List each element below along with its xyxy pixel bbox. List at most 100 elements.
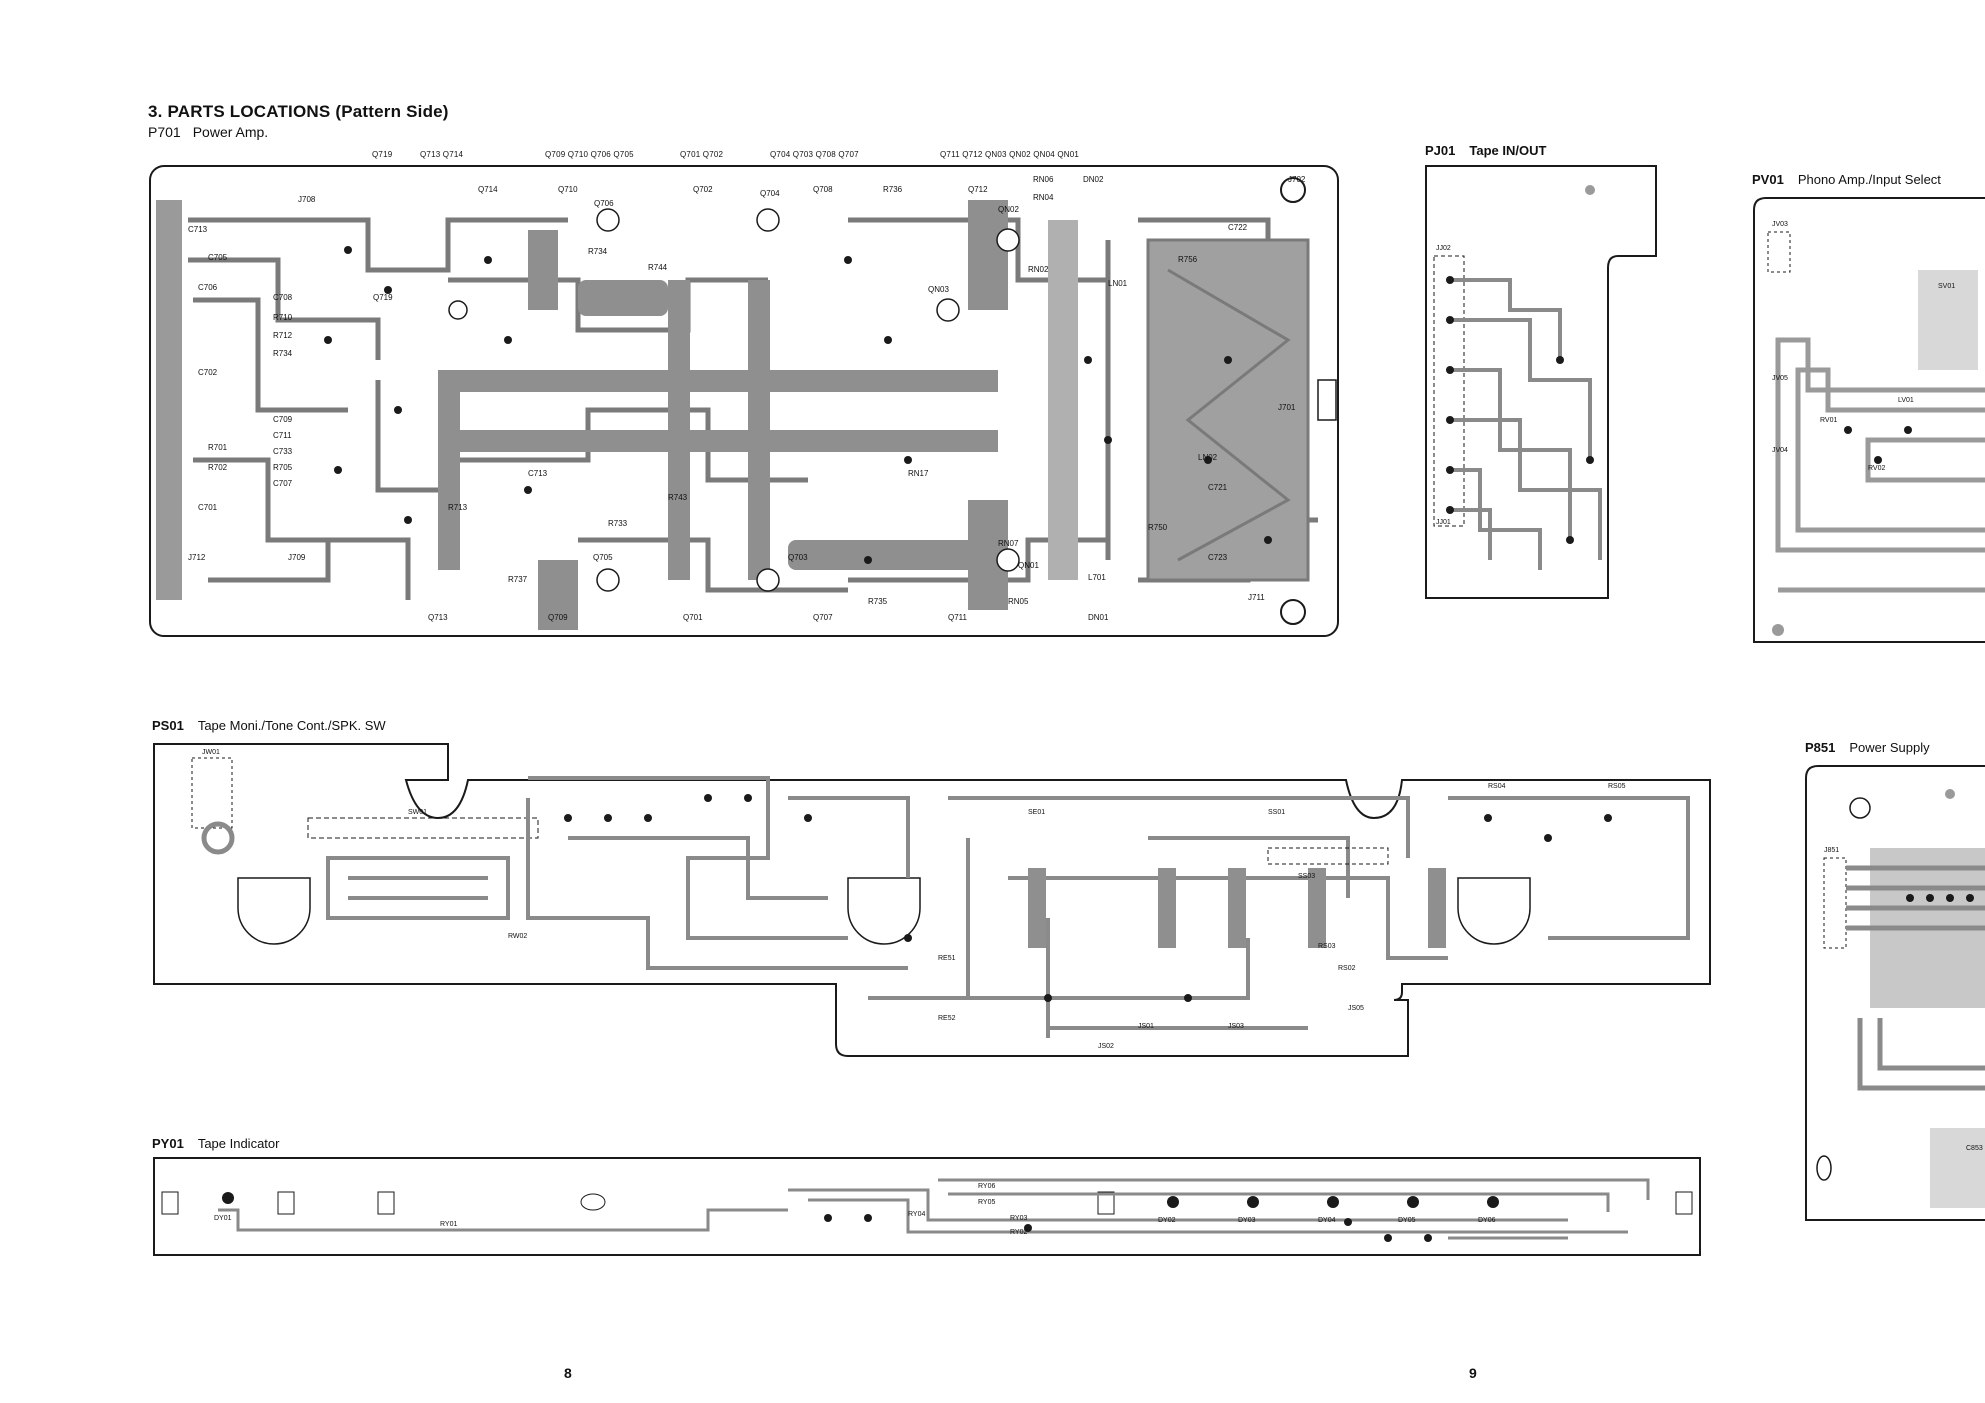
label-c706: C706	[198, 283, 218, 292]
p701-copper-bus	[438, 200, 1078, 630]
pv01-board: JV03 SV01 JV05 RV01 LV01 JV04 RV02	[1753, 197, 1985, 643]
label-dy01: DY01	[214, 1215, 232, 1222]
label-ry06: RY06	[978, 1183, 995, 1190]
label-ln02: LN02	[1198, 453, 1218, 462]
ps01-name: Tape Moni./Tone Cont./SPK. SW	[197, 718, 386, 733]
p701-title: P701 Power Amp.	[148, 124, 268, 140]
page-number-right: 9	[1469, 1365, 1477, 1381]
label-l701: L701	[1088, 573, 1106, 582]
label-q709: Q709	[548, 613, 568, 622]
label-r736: R736	[883, 185, 903, 194]
label-r734b: R734	[588, 247, 608, 256]
label-ry02: RY02	[1010, 1229, 1027, 1236]
label-c702: C702	[198, 368, 218, 377]
label-c721: C721	[1208, 483, 1228, 492]
label-c723: C723	[1208, 553, 1228, 562]
label-re51: RE51	[938, 955, 956, 962]
label-r737: R737	[508, 575, 528, 584]
label-r712: R712	[273, 331, 293, 340]
label-ry03: RY03	[1010, 1215, 1027, 1222]
label-r734: R734	[273, 349, 293, 358]
label-dn02: DN02	[1083, 175, 1104, 184]
ps01-code: PS01	[152, 718, 184, 733]
label-r710: R710	[273, 313, 293, 322]
label-q705: Q705	[593, 553, 613, 562]
label-rn07: RN07	[998, 539, 1019, 548]
p701-board: J708 C713 C705 C706 C708 R710 R712 R734 …	[149, 165, 1339, 637]
label-q701: Q701	[683, 613, 703, 622]
p701-name: Power Amp.	[192, 124, 269, 140]
label-q711: Q711	[948, 613, 968, 622]
pj01-name: Tape IN/OUT	[1469, 143, 1547, 158]
label-dy04: DY04	[1318, 1217, 1336, 1224]
p701-q-label: Q713 Q714	[420, 150, 464, 159]
p701-transistors	[448, 208, 1020, 592]
p851-code: P851	[1805, 740, 1836, 755]
label-rs05: RS05	[1608, 783, 1626, 790]
label-rs03: RS03	[1318, 943, 1336, 950]
label-rs04: RS04	[1488, 783, 1506, 790]
label-j712: J712	[188, 553, 206, 562]
label-r705: R705	[273, 463, 293, 472]
label-dy05: DY05	[1398, 1217, 1416, 1224]
label-q712: Q712	[968, 185, 988, 194]
pv01-name: Phono Amp./Input Select	[1797, 172, 1941, 187]
label-dy02: DY02	[1158, 1217, 1176, 1224]
label-rv01: RV01	[1820, 417, 1837, 424]
label-ry01: RY01	[440, 1221, 457, 1228]
label-c713b: C713	[528, 469, 548, 478]
label-c853: C853	[1966, 1145, 1983, 1152]
label-r735: R735	[868, 597, 888, 606]
label-c705: C705	[208, 253, 228, 262]
label-dy03: DY03	[1238, 1217, 1256, 1224]
label-sv01: SV01	[1938, 283, 1955, 290]
p701-power-plane	[1146, 238, 1310, 582]
label-r701: R701	[208, 443, 228, 452]
label-c722: C722	[1228, 223, 1248, 232]
p701-code: P701	[148, 124, 181, 140]
label-dn01: DN01	[1088, 613, 1109, 622]
pj01-code: PJ01	[1425, 143, 1456, 158]
p701-q-label: Q704 Q703 Q708 Q707	[770, 150, 859, 159]
label-r756: R756	[1178, 255, 1198, 264]
page-number-left: 8	[564, 1365, 572, 1381]
p701-q-label: Q719	[372, 150, 393, 159]
pj01-board: JJ02 JJ01	[1425, 165, 1657, 599]
section-title: 3. PARTS LOCATIONS (Pattern Side)	[148, 102, 449, 121]
label-js01: JS01	[1138, 1023, 1154, 1030]
label-qn01: QN01	[1018, 561, 1039, 570]
label-qn02: QN02	[998, 205, 1019, 214]
ps01-traces	[326, 776, 1690, 1038]
label-c733: C733	[273, 447, 293, 456]
label-rn17: RN17	[908, 469, 929, 478]
label-q702: Q702	[693, 185, 713, 194]
label-js02: JS02	[1098, 1043, 1114, 1050]
label-jw01: JW01	[202, 749, 220, 756]
pj01-title: PJ01 Tape IN/OUT	[1425, 143, 1546, 158]
label-ry05: RY05	[978, 1199, 995, 1206]
label-re52: RE52	[938, 1015, 956, 1022]
label-jv04: JV04	[1772, 447, 1788, 454]
label-rn05: RN05	[1008, 597, 1029, 606]
label-q704: Q704	[760, 189, 780, 198]
p851-name: Power Supply	[1849, 740, 1930, 755]
label-jv05: JV05	[1772, 375, 1788, 382]
p701-q-label: Q701 Q702	[680, 150, 724, 159]
label-ln01: LN01	[1108, 279, 1128, 288]
label-dy06: DY06	[1478, 1217, 1496, 1224]
pv01-code: PV01	[1752, 172, 1784, 187]
label-r750: R750	[1148, 523, 1168, 532]
p851-board: J851 C853	[1805, 765, 1985, 1221]
p701-q-label: Q709 Q710 Q706 Q705	[545, 150, 634, 159]
label-j702: J702	[1288, 175, 1306, 184]
p851-traces	[1846, 865, 1985, 1091]
label-q710: Q710	[558, 185, 578, 194]
label-jj02: JJ02	[1436, 245, 1451, 252]
p701-q-label: Q711 Q712 QN03 QN02 QN04 QN01	[940, 150, 1080, 159]
label-j701: J701	[1278, 403, 1296, 412]
label-j711: J711	[1248, 593, 1265, 602]
label-c711: C711	[273, 431, 292, 440]
label-rn02: RN02	[1028, 265, 1049, 274]
label-lv01: LV01	[1898, 397, 1914, 404]
